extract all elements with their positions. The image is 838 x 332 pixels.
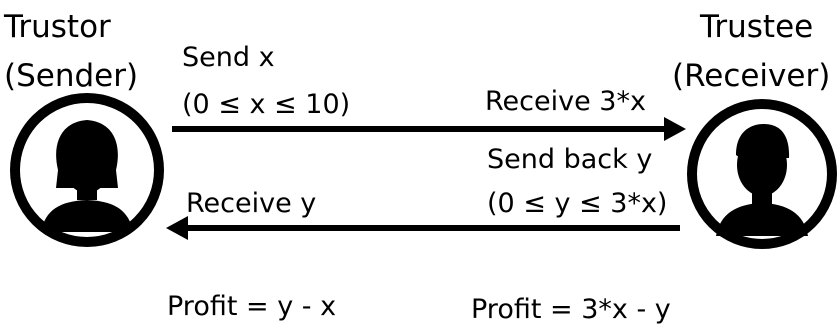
trustee-profit: Profit = 3*x - y bbox=[471, 294, 671, 325]
send-arrow bbox=[172, 117, 686, 141]
send-x-label: Send x bbox=[182, 42, 275, 73]
send-back-y-range-label: (0 ≤ y ≤ 3*x) bbox=[487, 188, 668, 219]
male-person-icon bbox=[687, 99, 837, 249]
receive-3x-label: Receive 3*x bbox=[485, 86, 646, 117]
trustor-profit: Profit = y - x bbox=[167, 291, 337, 322]
trustor-title: Trustor bbox=[4, 9, 111, 45]
trustor-role: (Sender) bbox=[4, 58, 139, 94]
female-person-icon bbox=[10, 93, 164, 247]
trustee-role: (Receiver) bbox=[672, 58, 831, 94]
send-back-y-label: Send back y bbox=[487, 144, 653, 175]
send-x-range-label: (0 ≤ x ≤ 10) bbox=[182, 89, 351, 120]
trustee-title: Trustee bbox=[700, 9, 814, 45]
receive-y-label: Receive y bbox=[186, 188, 317, 219]
return-arrow bbox=[166, 216, 680, 240]
